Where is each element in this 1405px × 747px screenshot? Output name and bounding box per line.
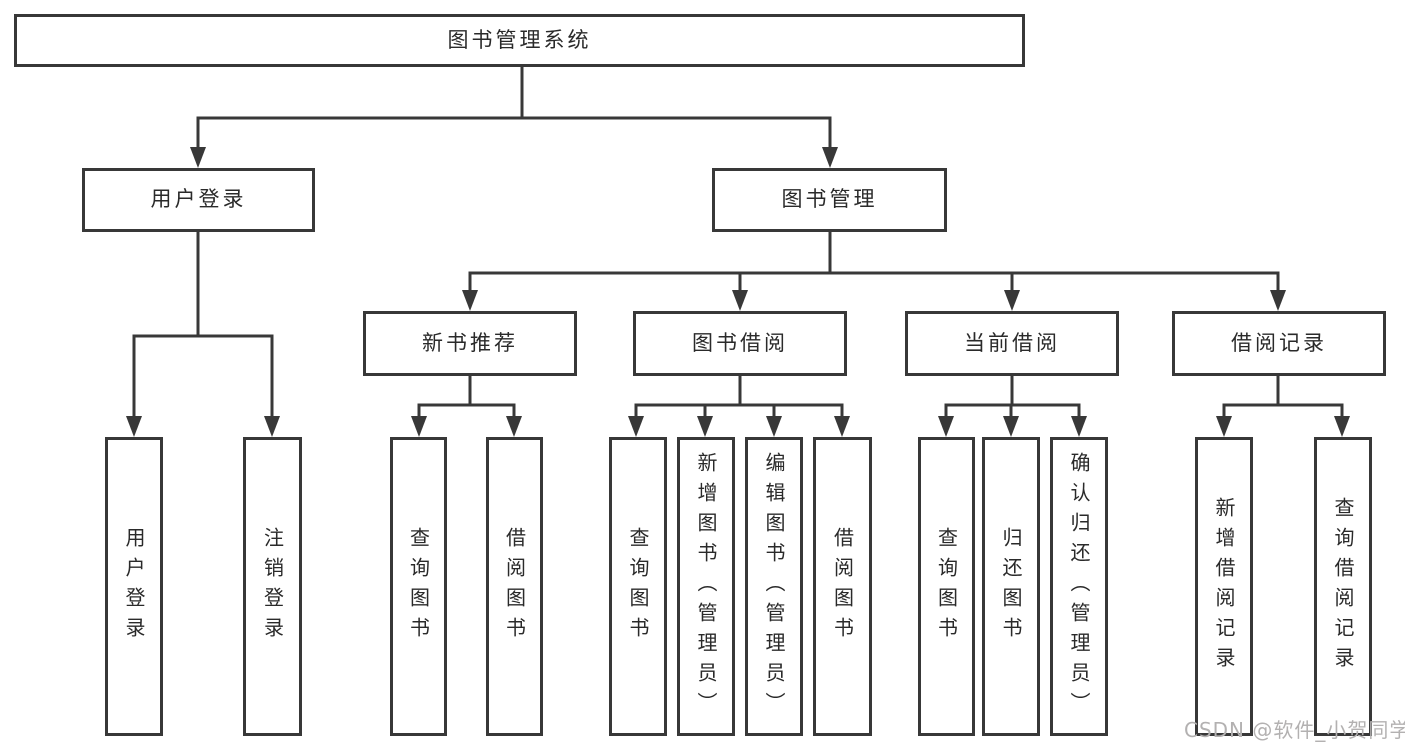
leaf-logout: 注销登录 xyxy=(243,437,302,736)
leaf-borrow-books-borrowing: 借阅图书 xyxy=(813,437,872,736)
leaf-confirm-return-admin: 确认归还（管理员） xyxy=(1050,437,1108,736)
leaf-return-books: 归还图书 xyxy=(982,437,1040,736)
node-user-login: 用户登录 xyxy=(82,168,315,232)
leaf-query-books-recommend: 查询图书 xyxy=(390,437,447,736)
node-new-book-recommendation: 新书推荐 xyxy=(363,311,577,376)
leaf-add-books-admin: 新增图书（管理员） xyxy=(677,437,735,736)
node-book-management: 图书管理 xyxy=(712,168,947,232)
node-library-management-system: 图书管理系统 xyxy=(14,14,1025,67)
leaf-borrow-books-recommend: 借阅图书 xyxy=(486,437,543,736)
leaf-edit-books-admin: 编辑图书（管理员） xyxy=(745,437,803,736)
node-current-borrowing: 当前借阅 xyxy=(905,311,1119,376)
node-book-borrowing: 图书借阅 xyxy=(633,311,847,376)
leaf-user-login: 用户登录 xyxy=(105,437,163,736)
node-borrowing-records: 借阅记录 xyxy=(1172,311,1386,376)
leaf-add-borrow-record: 新增借阅记录 xyxy=(1195,437,1253,736)
leaf-query-borrow-record: 查询借阅记录 xyxy=(1314,437,1372,736)
watermark: CSDN @软件_小贺同学 xyxy=(1184,718,1405,742)
leaf-query-books-borrowing: 查询图书 xyxy=(609,437,667,736)
arrowheads xyxy=(126,147,1350,437)
leaf-query-books-current: 查询图书 xyxy=(918,437,975,736)
